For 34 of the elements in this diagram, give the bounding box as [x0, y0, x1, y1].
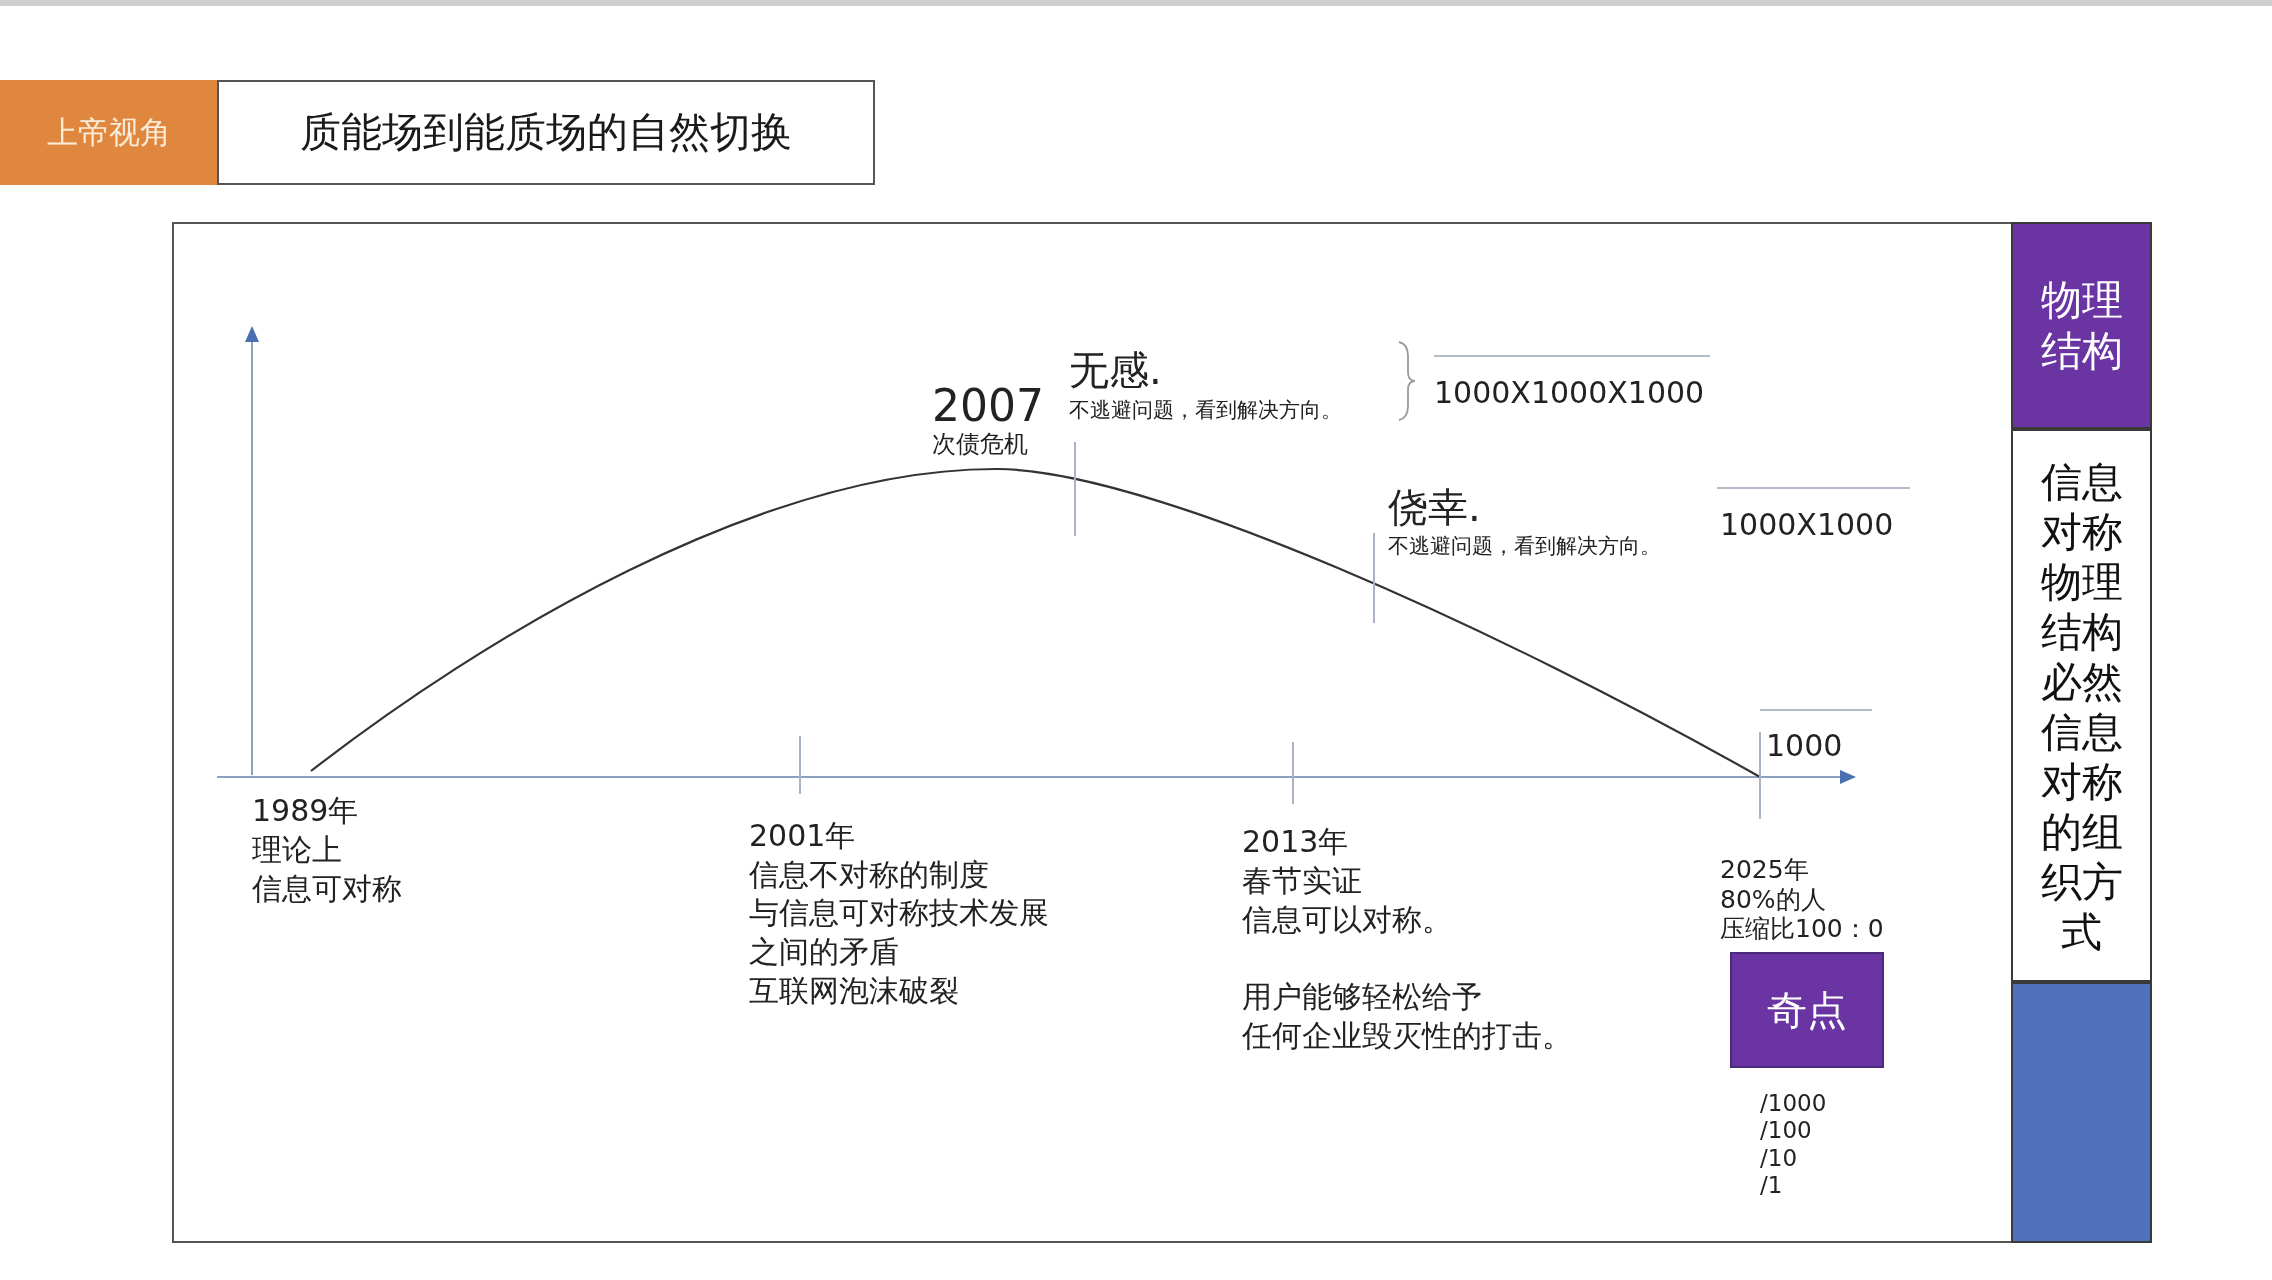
heading-band: 物理结构 — [2011, 222, 2152, 429]
annotation-text: 不逃避问题，看到解决方向。 — [1388, 534, 1661, 559]
timeline-text: 理论上 — [252, 833, 342, 868]
annotation-heading: 侥幸. — [1388, 484, 1481, 530]
scale-value: 1000X1000 — [1720, 508, 1894, 543]
timeline-text: 80%的人 — [1720, 886, 1826, 915]
ratio-text: /100 — [1760, 1117, 1812, 1144]
timeline-text: 任何企业毁灭性的打击。 — [1242, 1019, 1572, 1054]
slide-title: 质能场到能质场的自然切换 — [217, 80, 875, 185]
ratio-text: /1000 — [1760, 1090, 1827, 1117]
annotation-heading: 无感. — [1069, 347, 1162, 393]
year-label: 2013年 — [1242, 825, 1349, 860]
scale-value: 1000 — [1766, 729, 1843, 764]
year-label: 2007 — [932, 381, 1044, 432]
timeline-text: 春节实证 — [1242, 864, 1362, 899]
ratio-text: /1 — [1760, 1172, 1783, 1199]
description-band: 信息对称物理结构必然信息对称的组织方式 — [2011, 429, 2152, 982]
timeline-text: 用户能够轻松给予 — [1242, 980, 1482, 1015]
year-label: 1989年 — [252, 794, 359, 829]
section-tag: 上帝视角 — [0, 80, 217, 185]
scale-value: 1000X1000X1000 — [1434, 376, 1705, 411]
event-caption: 次债危机 — [932, 431, 1028, 459]
timeline-text: 信息可对称 — [252, 872, 402, 907]
timeline-text: 之间的矛盾 — [749, 935, 899, 970]
timeline-text: 压缩比100：0 — [1720, 915, 1884, 944]
callout-box: 奇点 — [1730, 952, 1884, 1068]
annotation-text: 不逃避问题，看到解决方向。 — [1069, 398, 1342, 423]
timeline-text: 与信息可对称技术发展 — [749, 896, 1049, 931]
timeline-text: 信息可以对称。 — [1242, 903, 1452, 938]
year-label: 2025年 — [1720, 856, 1809, 885]
ratio-text: /10 — [1760, 1145, 1797, 1172]
timeline-text: 互联网泡沫破裂 — [749, 974, 959, 1009]
year-label: 2001年 — [749, 819, 856, 854]
timeline-text: 信息不对称的制度 — [749, 858, 989, 893]
